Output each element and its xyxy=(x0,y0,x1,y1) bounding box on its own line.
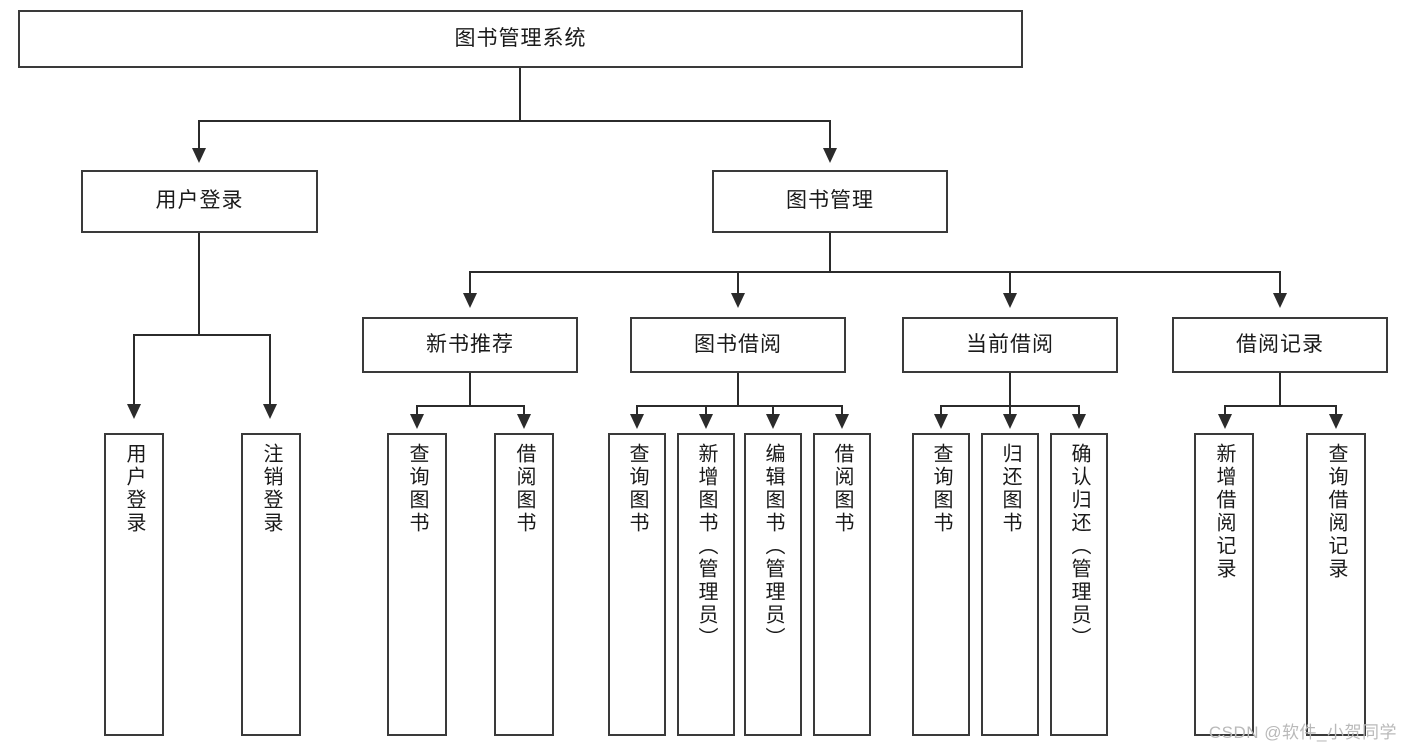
node-user-login[interactable]: 用户登录 xyxy=(81,170,318,233)
node-borrow-record[interactable]: 借阅记录 xyxy=(1172,317,1388,373)
node-borrow-record-label: 借阅记录 xyxy=(1236,332,1324,356)
leaf-query-book-1-label: 查询图书 xyxy=(406,443,428,535)
arrow-borrow-record-to-leaf-0 xyxy=(1218,414,1232,429)
leaf-return-book[interactable]: 归还图书 xyxy=(981,433,1039,736)
arrow-book-borrow-to-leaf-0 xyxy=(630,414,644,429)
arrow-new-book-to-leaf-1 xyxy=(517,414,531,429)
connector-book-borrow-to-leaf-3 xyxy=(841,405,843,417)
node-current-borrow[interactable]: 当前借阅 xyxy=(902,317,1118,373)
connector-user-login-to-leaf-1 xyxy=(269,334,271,406)
leaf-query-book-2[interactable]: 查询图书 xyxy=(608,433,666,736)
connector-book-borrow-to-leaf-0 xyxy=(636,405,638,417)
node-book-borrow[interactable]: 图书借阅 xyxy=(630,317,846,373)
arrow-borrow-record-to-leaf-1 xyxy=(1329,414,1343,429)
node-new-book-recommend-label: 新书推荐 xyxy=(426,332,514,356)
leaf-add-book[interactable]: 新增图书（管理员） xyxy=(677,433,735,736)
watermark: CSDN @软件_小贺同学 xyxy=(1208,723,1397,742)
arrow-book-manage-to-book-borrow xyxy=(731,293,745,308)
connector-current-borrow-to-leaf-0 xyxy=(940,405,942,417)
connector-borrow-record-to-leaf-1 xyxy=(1335,405,1337,417)
leaf-borrow-book-2-label: 借阅图书 xyxy=(831,443,853,535)
connector-book-borrow-to-leaf-2 xyxy=(772,405,774,417)
connector-user-login-to-leaf-0 xyxy=(133,334,135,406)
leaf-user-login[interactable]: 用户登录 xyxy=(104,433,164,736)
connector-user-login-stem xyxy=(198,233,200,335)
connector-root-bus xyxy=(198,120,831,122)
connector-book-manage-bus xyxy=(469,271,1281,273)
arrow-root-to-book-manage xyxy=(823,148,837,163)
leaf-add-record-label: 新增借阅记录 xyxy=(1213,443,1235,581)
leaf-return-book-label: 归还图书 xyxy=(999,443,1021,535)
leaf-add-record[interactable]: 新增借阅记录 xyxy=(1194,433,1254,736)
arrow-book-borrow-to-leaf-2 xyxy=(766,414,780,429)
leaf-borrow-book-1[interactable]: 借阅图书 xyxy=(494,433,554,736)
leaf-logout-login-label: 注销登录 xyxy=(260,443,282,535)
connector-book-borrow-to-leaf-1 xyxy=(705,405,707,417)
arrow-new-book-to-leaf-0 xyxy=(410,414,424,429)
connector-root-stem xyxy=(519,68,521,121)
leaf-borrow-book-2[interactable]: 借阅图书 xyxy=(813,433,871,736)
leaf-confirm-return[interactable]: 确认归还（管理员） xyxy=(1050,433,1108,736)
leaf-user-login-label: 用户登录 xyxy=(123,443,145,535)
node-new-book-recommend[interactable]: 新书推荐 xyxy=(362,317,578,373)
arrow-current-borrow-to-leaf-1 xyxy=(1003,414,1017,429)
connector-user-login-bus xyxy=(133,334,270,336)
leaf-query-book-3-label: 查询图书 xyxy=(930,443,952,535)
leaf-borrow-book-1-label: 借阅图书 xyxy=(513,443,535,535)
connector-current-borrow-stem xyxy=(1009,373,1011,406)
leaf-confirm-return-label: 确认归还（管理员） xyxy=(1068,443,1090,650)
connector-current-borrow-to-leaf-2 xyxy=(1078,405,1080,417)
connector-root-to-user-login xyxy=(198,120,200,150)
leaf-edit-book[interactable]: 编辑图书（管理员） xyxy=(744,433,802,736)
leaf-logout-login[interactable]: 注销登录 xyxy=(241,433,301,736)
connector-current-borrow-to-leaf-1 xyxy=(1009,405,1011,417)
leaf-edit-book-label: 编辑图书（管理员） xyxy=(762,443,784,650)
connector-borrow-record-bus xyxy=(1224,405,1336,407)
leaf-query-book-3[interactable]: 查询图书 xyxy=(912,433,970,736)
node-book-borrow-label: 图书借阅 xyxy=(694,332,782,356)
node-user-login-label: 用户登录 xyxy=(155,189,244,213)
connector-book-manage-to-borrow-record xyxy=(1279,271,1281,295)
arrow-book-manage-to-new-book xyxy=(463,293,477,308)
node-root-label: 图书管理系统 xyxy=(454,26,587,50)
connector-book-borrow-stem xyxy=(737,373,739,406)
arrow-current-borrow-to-leaf-2 xyxy=(1072,414,1086,429)
arrow-current-borrow-to-leaf-0 xyxy=(934,414,948,429)
node-book-manage-label: 图书管理 xyxy=(786,189,874,213)
node-current-borrow-label: 当前借阅 xyxy=(966,332,1054,356)
connector-new-book-to-leaf-0 xyxy=(416,405,418,417)
connector-root-to-book-manage xyxy=(829,120,831,150)
connector-new-book-stem xyxy=(469,373,471,406)
arrow-book-manage-to-borrow-record xyxy=(1273,293,1287,308)
connector-borrow-record-to-leaf-0 xyxy=(1224,405,1226,417)
connector-borrow-record-stem xyxy=(1279,373,1281,406)
leaf-query-book-2-label: 查询图书 xyxy=(626,443,648,535)
connector-book-manage-stem xyxy=(829,233,831,273)
connector-book-manage-to-current-borrow xyxy=(1009,271,1011,295)
leaf-query-record[interactable]: 查询借阅记录 xyxy=(1306,433,1366,736)
connector-new-book-bus xyxy=(416,405,524,407)
connector-book-borrow-bus xyxy=(636,405,843,407)
leaf-add-book-label: 新增图书（管理员） xyxy=(695,443,717,650)
arrow-book-borrow-to-leaf-3 xyxy=(835,414,849,429)
connector-book-manage-to-new-book xyxy=(469,271,471,295)
leaf-query-book-1[interactable]: 查询图书 xyxy=(387,433,447,736)
arrow-user-login-to-leaf-1 xyxy=(263,404,277,419)
leaf-query-record-label: 查询借阅记录 xyxy=(1325,443,1347,581)
node-book-manage[interactable]: 图书管理 xyxy=(712,170,948,233)
arrow-book-manage-to-current-borrow xyxy=(1003,293,1017,308)
arrow-book-borrow-to-leaf-1 xyxy=(699,414,713,429)
connector-new-book-to-leaf-1 xyxy=(523,405,525,417)
connector-book-manage-to-book-borrow xyxy=(737,271,739,295)
arrow-root-to-user-login xyxy=(192,148,206,163)
node-root[interactable]: 图书管理系统 xyxy=(18,10,1023,68)
arrow-user-login-to-leaf-0 xyxy=(127,404,141,419)
